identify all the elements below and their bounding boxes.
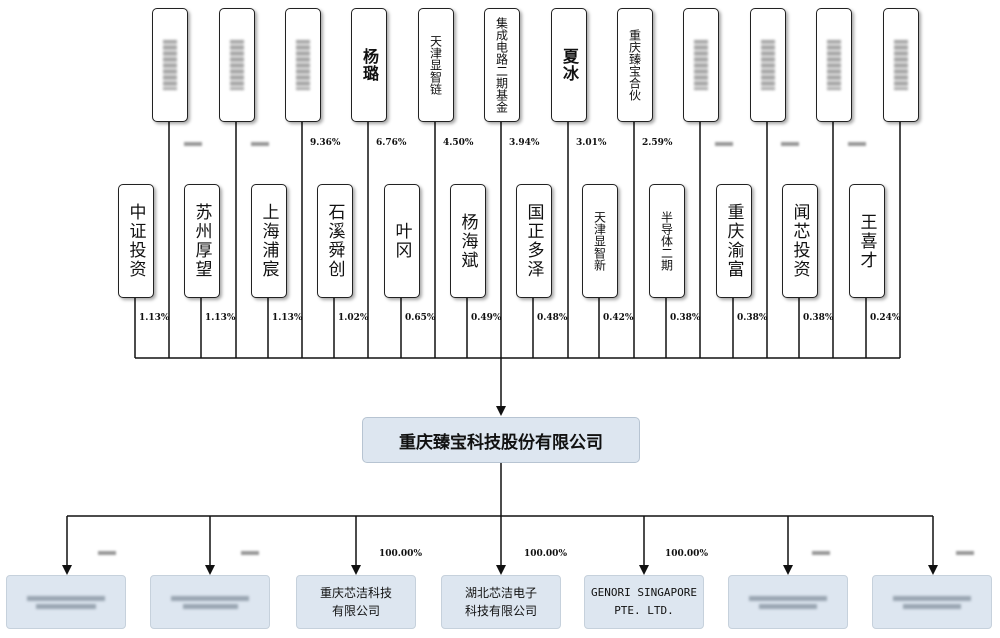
subsidiary-2: [150, 575, 270, 629]
subsidiary-4-line2: 科技有限公司: [464, 604, 537, 618]
top-pct-1: [184, 142, 202, 146]
mid-shareholder-4: 石溪舜创: [317, 184, 353, 298]
mid-shareholder-3: 上海浦宸: [251, 184, 287, 298]
mid-pct-7: 0.48%: [537, 313, 568, 323]
mid-shareholder-12: 王喜才: [849, 184, 885, 298]
sub-pct-1: [98, 551, 116, 555]
sub-pct-2: [241, 551, 259, 555]
mid-shareholder-2: 苏州厚望: [184, 184, 220, 298]
mid-shareholder-1: 中证投资: [118, 184, 154, 298]
top-shareholder-11: [816, 8, 852, 122]
subsidiary-6: [728, 575, 848, 629]
subsidiary-5-line2: PTE. LTD.: [614, 604, 674, 617]
mid-pct-5: 0.65%: [405, 313, 436, 323]
mid-shareholder-7: 国正多泽: [516, 184, 552, 298]
top-shareholder-12: [883, 8, 919, 122]
subsidiary-3: 重庆芯洁科技有限公司: [296, 575, 416, 629]
top-shareholder-6: 集成电路二期基金: [484, 8, 520, 122]
top-shareholder-1: [152, 8, 188, 122]
top-pct-10: [715, 142, 733, 146]
top-shareholder-2: [219, 8, 255, 122]
subsidiary-5-line1: GENORI SINGAPORE: [591, 586, 697, 599]
mid-shareholder-9: 半导体二期: [649, 184, 685, 298]
mid-pct-9: 0.38%: [670, 313, 701, 323]
subsidiary-3-line1: 重庆芯洁科技: [319, 586, 392, 600]
company-name: 重庆臻宝科技股份有限公司: [399, 432, 603, 453]
mid-pct-10: 0.38%: [737, 313, 768, 323]
mid-pct-3: 1.13%: [272, 313, 303, 323]
sub-pct-5: 100.00%: [665, 549, 708, 559]
top-pct-9: 2.59%: [642, 138, 673, 148]
mid-pct-12: 0.24%: [870, 313, 901, 323]
subsidiary-7: [872, 575, 992, 629]
top-pct-2: [251, 142, 269, 146]
top-shareholder-8: 重庆臻宝合伙: [617, 8, 653, 122]
top-shareholder-10: [750, 8, 786, 122]
top-shareholder-9: [683, 8, 719, 122]
mid-pct-1: 1.13%: [139, 313, 170, 323]
mid-shareholder-10: 重庆渝富: [716, 184, 752, 298]
mid-pct-11: 0.38%: [803, 313, 834, 323]
mid-shareholder-6: 杨海斌: [450, 184, 486, 298]
top-shareholder-7: 夏冰: [551, 8, 587, 122]
mid-shareholder-5: 叶冈: [384, 184, 420, 298]
mid-shareholder-11: 闻芯投资: [782, 184, 818, 298]
company-box: 重庆臻宝科技股份有限公司: [362, 417, 640, 463]
subsidiary-4: 湖北芯洁电子科技有限公司: [441, 575, 561, 629]
sub-pct-4: 100.00%: [524, 549, 567, 559]
sub-pct-6: [812, 551, 830, 555]
subsidiary-5: GENORI SINGAPORE PTE. LTD.: [584, 575, 704, 629]
top-pct-6: 4.50%: [443, 138, 474, 148]
mid-pct-4: 1.02%: [338, 313, 369, 323]
top-pct-7: 3.94%: [509, 138, 540, 148]
sub-pct-7: [956, 551, 974, 555]
subsidiary-4-line1: 湖北芯洁电子: [464, 586, 537, 600]
top-pct-12: [848, 142, 866, 146]
mid-pct-8: 0.42%: [603, 313, 634, 323]
top-pct-4: 9.36%: [310, 138, 341, 148]
top-pct-8: 3.01%: [576, 138, 607, 148]
top-pct-5: 6.76%: [376, 138, 407, 148]
top-shareholder-5: 天津显智链: [418, 8, 454, 122]
subsidiary-3-line2: 有限公司: [331, 604, 380, 618]
top-pct-11: [781, 142, 799, 146]
mid-pct-6: 0.49%: [471, 313, 502, 323]
mid-pct-2: 1.13%: [205, 313, 236, 323]
mid-shareholder-8: 天津显智新: [582, 184, 618, 298]
top-shareholder-3: [285, 8, 321, 122]
subsidiary-1: [6, 575, 126, 629]
top-shareholder-4: 杨璐: [351, 8, 387, 122]
sub-pct-3: 100.00%: [379, 549, 422, 559]
